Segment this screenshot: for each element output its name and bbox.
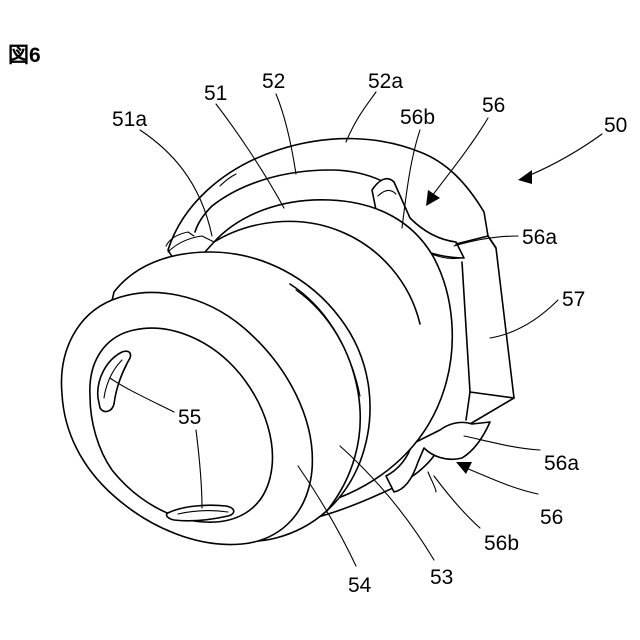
component-drawing <box>61 139 514 545</box>
lower-notch-inner <box>428 472 436 492</box>
leader-56-bottom <box>466 468 538 494</box>
label-51a: 51a <box>112 108 147 131</box>
label-55: 55 <box>178 406 201 429</box>
label-56a-bottom: 56a <box>544 452 579 475</box>
label-51: 51 <box>204 82 227 105</box>
label-56-bottom: 56 <box>540 506 563 529</box>
arrow-50 <box>518 170 532 184</box>
leader-56b-bottom <box>434 476 480 528</box>
figure-title: 図6 <box>8 44 41 67</box>
arrow-56-bottom <box>456 462 472 474</box>
leader-50 <box>528 134 602 176</box>
label-57: 57 <box>562 288 585 311</box>
label-52: 52 <box>262 70 285 93</box>
label-56a-top: 56a <box>522 226 557 249</box>
label-53: 53 <box>430 566 453 589</box>
label-56b-top: 56b <box>400 106 435 129</box>
label-56-top: 56 <box>482 94 505 117</box>
leader-52a <box>346 92 376 142</box>
label-56b-bottom: 56b <box>484 532 519 555</box>
label-52a: 52a <box>368 70 403 93</box>
label-54: 54 <box>348 574 372 597</box>
label-50: 50 <box>604 114 627 137</box>
